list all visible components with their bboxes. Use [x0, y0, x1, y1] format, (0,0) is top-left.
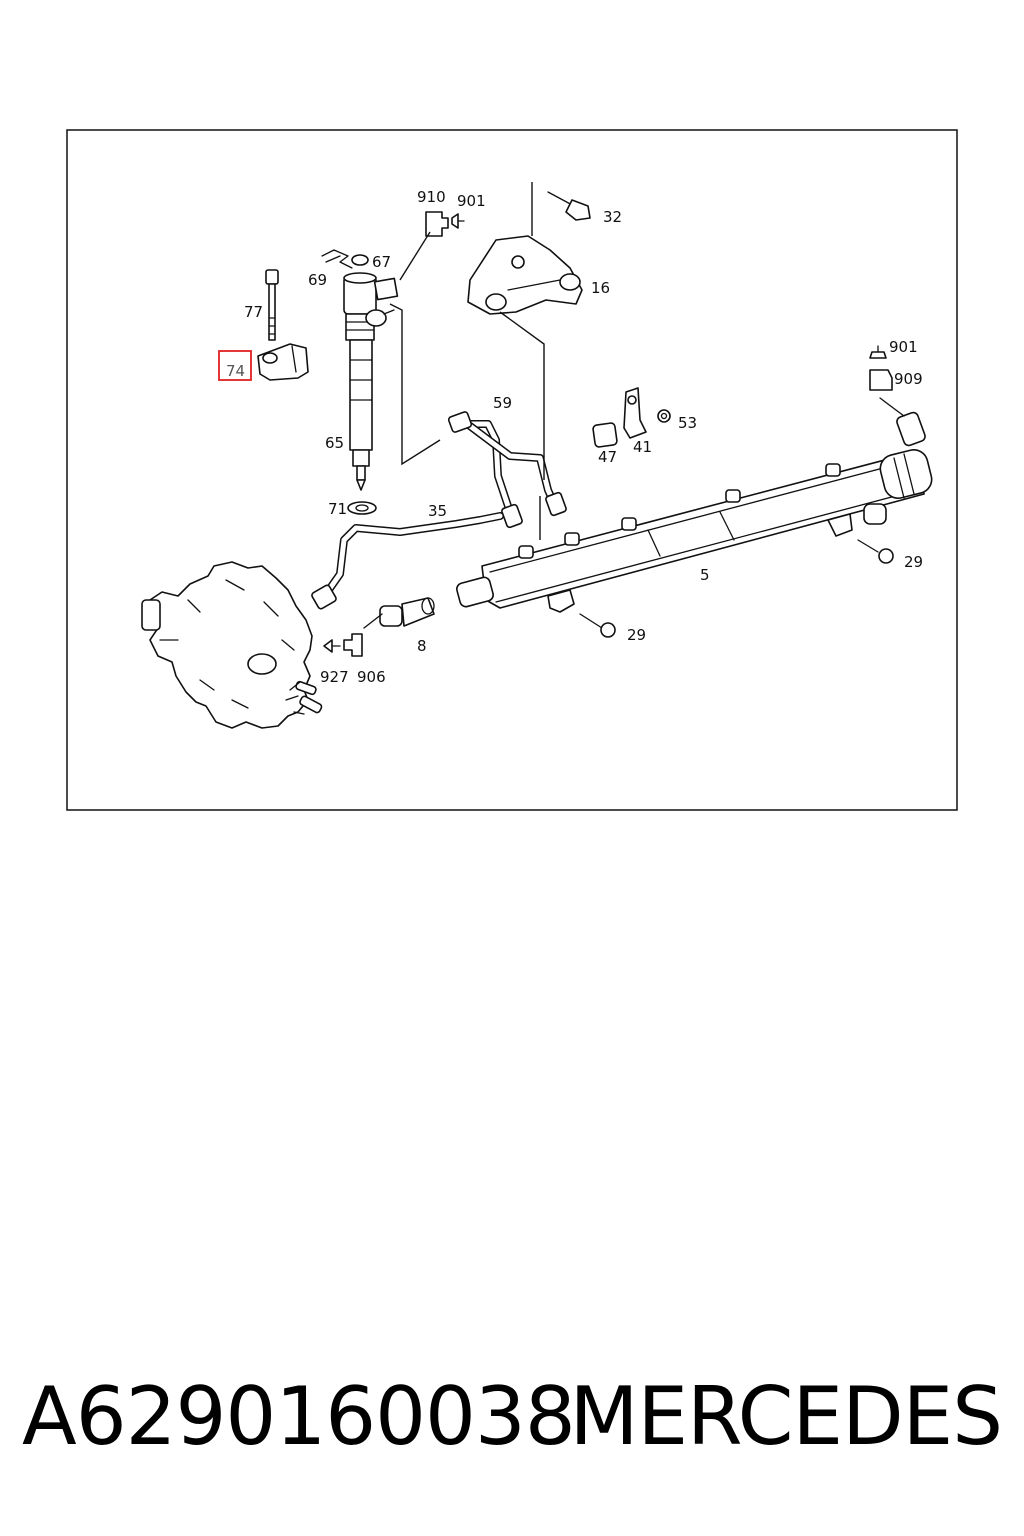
callout-35: 35 — [428, 502, 447, 520]
plug-910 — [425, 211, 465, 237]
callout-47: 47 — [598, 448, 617, 466]
connector-906 — [323, 633, 363, 657]
callout-67: 67 — [372, 253, 391, 271]
sealing-ring — [347, 501, 377, 515]
callout-5: 5 — [700, 566, 710, 584]
high-pressure-pump — [141, 561, 323, 729]
callout-71: 71 — [328, 500, 347, 518]
pump-line-35 — [311, 512, 504, 610]
callout-65: 65 — [325, 434, 344, 452]
callout-909: 909 — [894, 370, 923, 388]
callout-32: 32 — [603, 208, 622, 226]
bolt-32 — [547, 191, 591, 221]
callout-906: 906 — [357, 668, 386, 686]
callout-53: 53 — [678, 414, 697, 432]
part-number: A6290160038 — [22, 1370, 576, 1463]
fuel-rail — [456, 397, 933, 613]
washer — [351, 254, 369, 266]
clamp-74 — [257, 343, 309, 381]
footer: A6290160038 MERCEDES — [0, 1362, 1024, 1472]
callout-69: 69 — [308, 271, 327, 289]
callout-29-bottom: 29 — [627, 626, 646, 644]
callout-29-right: 29 — [904, 553, 923, 571]
bolt-29-bottom — [579, 613, 616, 638]
callout-927: 927 — [320, 668, 349, 686]
clip — [321, 249, 353, 269]
clip-47 — [592, 422, 618, 448]
diagram-frame — [66, 129, 958, 811]
nut-53 — [657, 409, 671, 423]
bracket-41 — [623, 387, 647, 439]
bolt-29-right — [857, 539, 894, 564]
callout-910: 910 — [417, 188, 446, 206]
callout-8: 8 — [417, 637, 427, 655]
callout-901: 901 — [457, 192, 486, 210]
highlight-box — [218, 350, 252, 381]
callout-41: 41 — [633, 438, 652, 456]
callout-77: 77 — [244, 303, 263, 321]
bracket-16 — [467, 235, 583, 315]
pressure-sensor-8 — [363, 597, 435, 629]
brand-name: MERCEDES — [569, 1370, 1003, 1463]
callout-901-right: 901 — [889, 338, 918, 356]
callout-59: 59 — [493, 394, 512, 412]
callout-74: 74 — [226, 362, 245, 380]
injector — [343, 272, 399, 491]
bolt-77 — [265, 269, 279, 341]
callout-16: 16 — [591, 279, 610, 297]
connector-909 — [869, 345, 893, 391]
injector-line-59 — [447, 411, 567, 529]
